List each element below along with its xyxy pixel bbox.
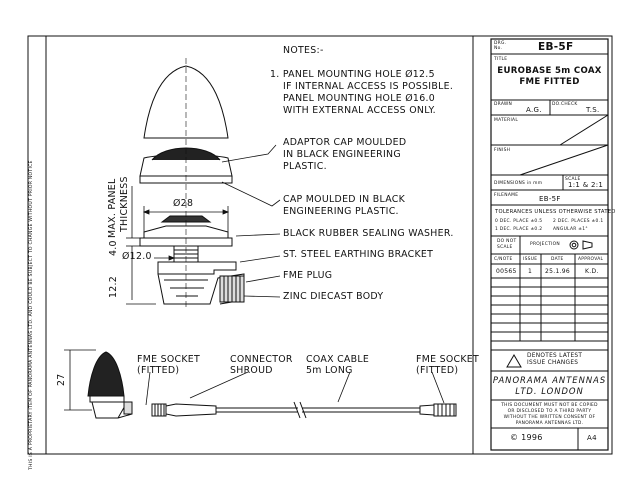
- issue-label: ISSUE: [523, 257, 538, 262]
- callout-cap-2: ENGINEERING PLASTIC.: [283, 206, 399, 217]
- dim-12-2: 12.2: [108, 275, 119, 298]
- callout-washer: BLACK RUBBER SEALING WASHER.: [283, 228, 454, 239]
- label-fme-socket-left-1: FME SOCKET: [137, 354, 201, 365]
- leader-lines: [145, 144, 445, 406]
- label-fme-socket-right-1: FME SOCKET: [416, 354, 480, 365]
- material-label: MATERIAL: [494, 118, 519, 123]
- issue-value: 1: [528, 268, 533, 275]
- sheet-size: A4: [587, 434, 597, 442]
- copy-notice-1: THIS DOCUMENT MUST NOT BE COPIED: [501, 403, 598, 408]
- label-coax-1: COAX CABLE: [306, 354, 370, 365]
- dim-27: 27: [56, 373, 67, 386]
- scale-value: 1:1 & 2:1: [568, 181, 604, 189]
- label-fme-socket-left-2: (FITTED): [137, 365, 180, 376]
- filename-label: FILENAME: [494, 193, 519, 198]
- title-label: TITLE: [494, 57, 508, 62]
- filename-value: EB-5F: [539, 195, 561, 203]
- callout-cap-1: CAP MOULDED IN BLACK: [283, 194, 406, 205]
- dochk-label: DO.CHECK: [552, 102, 578, 107]
- latest-issue-2: ISSUE CHANGES: [527, 360, 579, 366]
- tolerance-heading: TOLERANCES UNLESS OTHERWISE STATED: [495, 209, 616, 215]
- copyright: © 1996: [510, 433, 543, 442]
- tolerance-0dec: 0 DEC. PLACE ±0.5: [495, 219, 543, 224]
- callout-adaptor-cap-2: IN BLACK ENGINEERING: [283, 149, 401, 160]
- drawn-value: A.G.: [526, 106, 542, 114]
- dochk-value: T.S.: [586, 106, 600, 114]
- callout-fme-plug: FME PLUG: [283, 270, 333, 281]
- dim-max-panel-2: THICKNESS: [119, 176, 130, 232]
- label-connector-2: SHROUD: [230, 365, 273, 376]
- scale-label: SCALE: [565, 177, 581, 182]
- finish-label: FINISH: [494, 148, 511, 153]
- dimensions-label: DIMENSIONS in mm: [494, 181, 543, 186]
- notes-heading: NOTES:-: [283, 45, 324, 56]
- title-line-1: EUROBASE 5m COAX: [497, 66, 602, 76]
- callout-adaptor-cap-1: ADAPTOR CAP MOULDED: [283, 137, 407, 148]
- approval-label: APPROVAL: [578, 257, 604, 262]
- note-1-line-2: IF INTERNAL ACCESS IS POSSIBLE.: [283, 81, 454, 92]
- tolerance-2dec: 2 DEC. PLACES ±0.1: [553, 219, 604, 224]
- title-line-2: FME FITTED: [519, 77, 580, 87]
- cnote-label: C/NOTE: [494, 257, 513, 262]
- label-fme-socket-right-2: (FITTED): [416, 365, 459, 376]
- copy-notice-3: WITHOUT THE WRITTEN CONSENT OF: [503, 415, 596, 420]
- dimension-lines: [64, 186, 230, 411]
- label-connector-1: CONNECTOR: [230, 354, 293, 365]
- note-1-line-3: PANEL MOUNTING HOLE Ø16.0: [283, 93, 436, 104]
- drawing-frame: [27, 35, 613, 455]
- date-value: 25.1.96: [545, 268, 571, 275]
- copy-notice-2: OR DISCLOSED TO A THIRD PARTY: [507, 409, 592, 414]
- do-not-scale-2: SCALE: [497, 245, 513, 250]
- callout-body: ZINC DIECAST BODY: [283, 291, 384, 302]
- dim-max-panel-1: MAX. PANEL: [107, 178, 118, 238]
- cnote-value: 00565: [496, 268, 517, 275]
- latest-issue-1: DENOTES LATEST: [527, 353, 583, 359]
- dim-dia-28: Ø28: [173, 198, 194, 209]
- drg-no-label: DRG. No.: [494, 41, 507, 51]
- label-coax-2: 5m LONG: [306, 365, 353, 376]
- date-label: DATE: [551, 257, 564, 262]
- approval-value: K.D.: [585, 268, 599, 275]
- company-line-1: PANORAMA ANTENNAS: [492, 375, 607, 385]
- dim-4: 4.0: [108, 240, 119, 256]
- company-line-2: LTD. LONDON: [515, 386, 584, 396]
- note-1-line-1: 1. PANEL MOUNTING HOLE Ø12.5: [270, 69, 435, 80]
- cable-assembly: [87, 351, 457, 419]
- projection-label: PROJECTION: [530, 242, 561, 247]
- dim-dia-12: Ø12.0: [122, 251, 152, 262]
- tolerance-1dec: 1 DEC. PLACE ±0.2: [495, 227, 543, 232]
- copy-notice-4: PANORAMA ANTENNAS LTD.: [515, 421, 584, 426]
- callout-adaptor-cap-3: PLASTIC.: [283, 161, 327, 172]
- drawn-label: DRAWN: [494, 102, 513, 107]
- callout-bracket: ST. STEEL EARTHING BRACKET: [283, 249, 434, 260]
- do-not-scale-1: DO NOT: [497, 239, 517, 244]
- title-block: [490, 38, 609, 451]
- proprietary-note: THIS IS A PROPRIETARY ITEM OF PANORAMA A…: [29, 160, 34, 470]
- note-1-line-4: WITH EXTERNAL ACCESS ONLY.: [283, 105, 436, 116]
- tolerance-angular: ANGULAR ±1°: [553, 227, 588, 232]
- drg-no: EB-5F: [538, 41, 574, 53]
- exploded-assembly: [139, 58, 245, 310]
